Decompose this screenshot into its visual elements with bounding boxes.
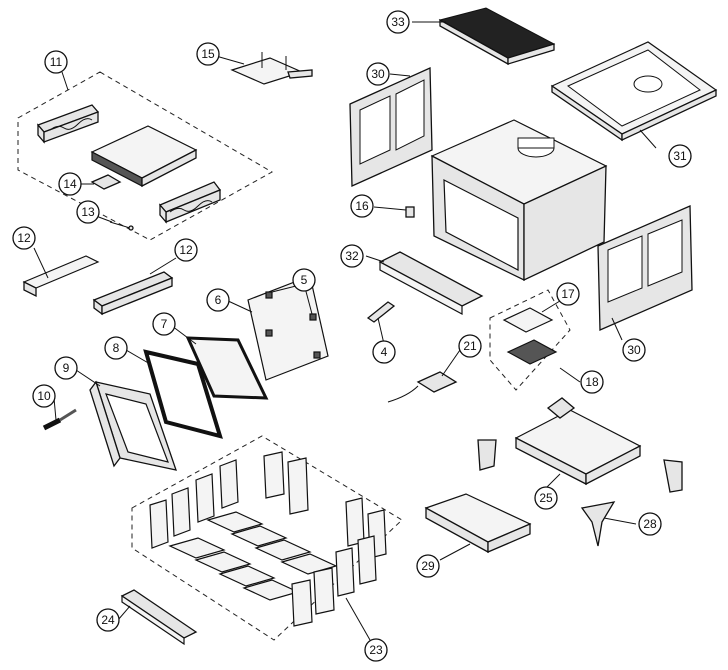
part-group-11 [17, 71, 274, 241]
svg-text:25: 25 [539, 491, 553, 505]
part-group-23-firebricks [131, 435, 403, 641]
callout-12-left: 12 [12, 226, 36, 250]
leader-lines [33, 21, 657, 641]
callout-8: 8 [104, 336, 128, 360]
part-24-rail [120, 589, 198, 646]
callout-6: 6 [206, 288, 230, 312]
callout-15: 15 [196, 42, 220, 66]
svg-text:13: 13 [81, 205, 95, 219]
callout-30-lower: 30 [622, 338, 646, 362]
part-10-handle [42, 408, 77, 431]
svg-text:29: 29 [421, 559, 435, 573]
svg-text:9: 9 [63, 361, 70, 375]
callout-7: 7 [152, 312, 176, 336]
svg-text:31: 31 [673, 149, 687, 163]
svg-text:4: 4 [381, 345, 388, 359]
svg-text:5: 5 [301, 273, 308, 287]
callout-12-right: 12 [174, 238, 198, 262]
callout-23: 23 [364, 638, 388, 662]
part-21 [387, 371, 458, 403]
callout-9: 9 [54, 356, 78, 380]
svg-text:21: 21 [463, 339, 477, 353]
callout-5: 5 [292, 268, 316, 292]
part-group-18 [489, 289, 571, 391]
part-9-door [89, 380, 177, 471]
part-29-ash-pan [424, 493, 532, 554]
part-32-ash-lip [378, 251, 484, 316]
part-8-gasket [143, 349, 223, 439]
callout-13: 13 [76, 200, 100, 224]
svg-text:10: 10 [37, 389, 51, 403]
callout-31: 31 [668, 144, 692, 168]
svg-text:16: 16 [355, 199, 369, 213]
callout-10: 10 [32, 384, 56, 408]
svg-text:28: 28 [643, 517, 657, 531]
svg-text:12: 12 [179, 243, 193, 257]
callout-18: 18 [580, 370, 604, 394]
part-15-plate [230, 52, 313, 85]
part-6-glass-frame [247, 275, 329, 381]
svg-text:32: 32 [345, 249, 359, 263]
stove-body [430, 119, 608, 282]
svg-text:33: 33 [391, 15, 405, 29]
svg-text:17: 17 [561, 287, 575, 301]
svg-text:7: 7 [161, 317, 168, 331]
svg-text:30: 30 [627, 343, 641, 357]
callout-32: 32 [340, 244, 364, 268]
callout-16: 16 [350, 194, 374, 218]
svg-text:30: 30 [371, 67, 385, 81]
svg-text:12: 12 [17, 231, 31, 245]
callout-30-upper: 30 [366, 62, 390, 86]
part-7-glass [185, 336, 269, 400]
small-parts [366, 206, 415, 323]
callout-17: 17 [556, 282, 580, 306]
svg-text:6: 6 [215, 293, 222, 307]
svg-text:11: 11 [50, 55, 63, 69]
svg-text:24: 24 [101, 613, 115, 627]
part-25-ash-assembly [477, 397, 683, 493]
part-30-side-panels [349, 67, 693, 331]
part-31-top [550, 41, 718, 142]
callout-21: 21 [458, 334, 482, 358]
part-12-plates [22, 255, 174, 316]
part-33-grate [438, 7, 556, 66]
callout-33: 33 [386, 10, 410, 34]
callout-11: 11 [44, 50, 68, 74]
svg-text:8: 8 [113, 341, 120, 355]
callout-4: 4 [372, 340, 396, 364]
part-28 [580, 501, 616, 547]
callout-24: 24 [96, 608, 120, 632]
callout-25: 25 [534, 486, 558, 510]
svg-text:14: 14 [63, 177, 77, 191]
svg-text:18: 18 [585, 375, 599, 389]
callout-29: 29 [416, 554, 440, 578]
svg-text:15: 15 [201, 47, 215, 61]
svg-text:23: 23 [369, 643, 383, 657]
callout-28: 28 [638, 512, 662, 536]
callout-14: 14 [58, 172, 82, 196]
